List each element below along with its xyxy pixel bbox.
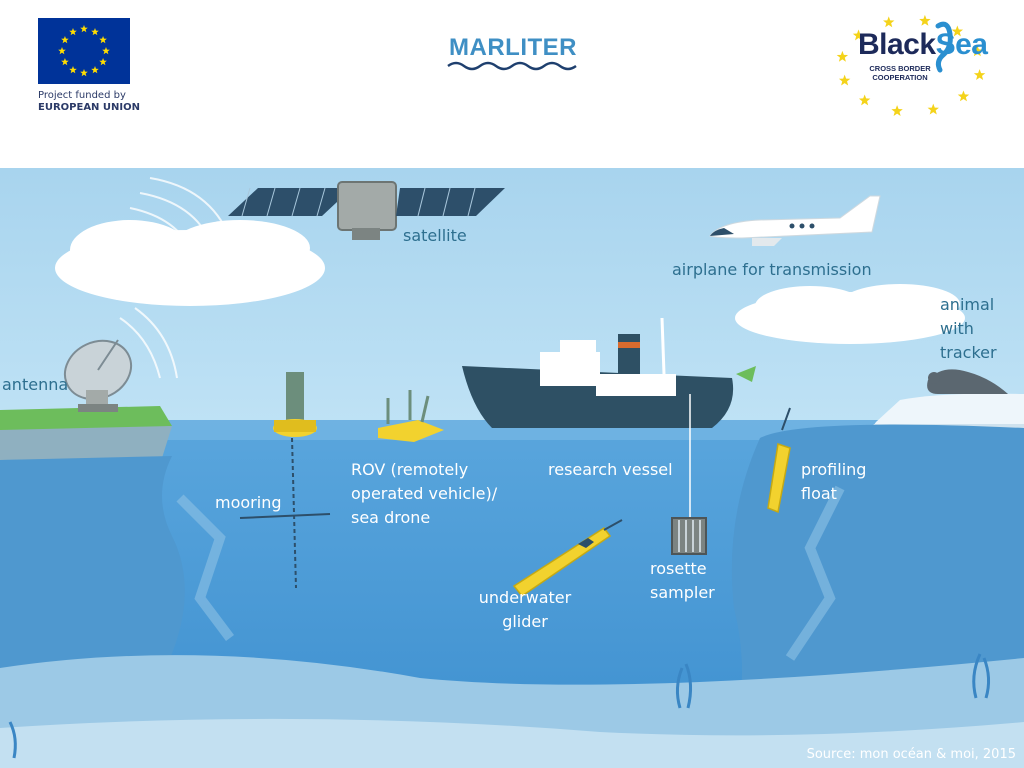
blacksea-star bbox=[971, 45, 984, 57]
blacksea-logo: BlackSea CROSS BORDER COOPERATION bbox=[826, 10, 996, 122]
eu-star bbox=[102, 47, 110, 55]
eu-star bbox=[69, 27, 77, 36]
blacksea-title: BlackSea bbox=[858, 28, 988, 61]
blacksea-star bbox=[927, 103, 939, 115]
rov-sea-drone-icon bbox=[378, 390, 444, 442]
eu-star bbox=[99, 58, 107, 66]
label-animal-with-tracker: animal with tracker bbox=[940, 295, 997, 362]
blacksea-star bbox=[951, 25, 964, 37]
cloud-left bbox=[55, 220, 325, 306]
underwater-glider-icon bbox=[512, 519, 623, 598]
label-research-vessel: research vessel bbox=[548, 460, 673, 479]
eu-funding-text: Project funded by EUROPEAN UNION bbox=[38, 90, 140, 114]
blacksea-star bbox=[883, 16, 895, 28]
mooring-buoy-icon bbox=[239, 372, 331, 589]
blacksea-star bbox=[957, 90, 970, 102]
marliter-logo: MARLITER bbox=[446, 34, 580, 74]
blacksea-star bbox=[891, 105, 903, 116]
label-antenna: antenna bbox=[2, 375, 69, 394]
eu-star bbox=[91, 66, 99, 74]
label-rosette-sampler: rosette sampler bbox=[650, 559, 715, 602]
underwater-cliffs bbox=[0, 424, 1024, 768]
label-mooring: mooring bbox=[215, 493, 282, 512]
eu-star bbox=[99, 36, 107, 44]
eu-star bbox=[80, 69, 88, 77]
eu-star bbox=[58, 47, 66, 55]
profiling-float-icon bbox=[767, 407, 791, 514]
seaweed-decoration bbox=[8, 653, 991, 759]
label-airplane: airplane for transmission bbox=[672, 260, 872, 279]
satellite-signal-waves bbox=[119, 177, 231, 379]
blacksea-star bbox=[836, 50, 849, 62]
blacksea-star bbox=[858, 94, 871, 106]
blacksea-star bbox=[852, 29, 865, 41]
satellite-icon bbox=[228, 181, 505, 240]
seal-with-tracker-icon bbox=[927, 369, 1008, 394]
blacksea-star bbox=[973, 69, 986, 80]
eu-star bbox=[61, 58, 69, 66]
eu-star bbox=[61, 36, 69, 44]
rosette-sampler-icon bbox=[671, 517, 707, 555]
marliter-logo-text: MARLITER bbox=[449, 34, 577, 61]
cloud-right bbox=[735, 284, 965, 344]
label-rov: ROV (remotely operated vehicle)/ sea dro… bbox=[351, 460, 498, 527]
blacksea-star bbox=[838, 74, 851, 86]
source-credit: Source: mon océan & moi, 2015 bbox=[806, 747, 1016, 762]
header: Project funded by EUROPEAN UNION MARLITE… bbox=[0, 0, 1024, 168]
blacksea-star bbox=[919, 14, 931, 26]
eu-funding-line2: EUROPEAN UNION bbox=[38, 102, 140, 113]
ocean-observation-scene: satellite airplane for transmission anim… bbox=[0, 168, 1024, 768]
airplane-icon bbox=[709, 195, 881, 246]
antenna-icon bbox=[63, 339, 133, 412]
label-profiling-float: profiling float bbox=[801, 460, 867, 503]
eu-funding-line1: Project funded by bbox=[38, 90, 126, 101]
eu-star bbox=[69, 66, 77, 74]
label-satellite: satellite bbox=[403, 226, 467, 245]
label-underwater-glider: underwater glider bbox=[478, 588, 572, 631]
eu-star bbox=[80, 25, 88, 33]
blacksea-subtitle: CROSS BORDER COOPERATION bbox=[869, 64, 931, 82]
eu-flag-logo bbox=[38, 18, 130, 84]
coast-left bbox=[0, 406, 172, 460]
eu-star bbox=[91, 27, 99, 36]
research-vessel-icon bbox=[462, 317, 756, 520]
